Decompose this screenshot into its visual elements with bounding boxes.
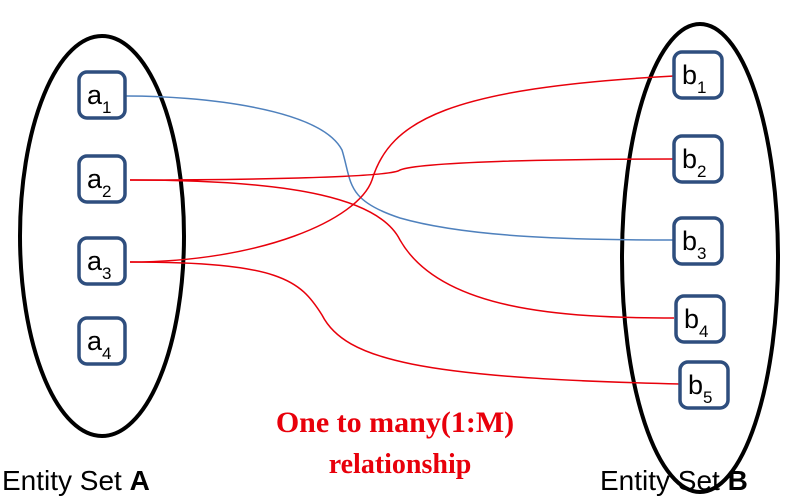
svg-text:b4: b4 xyxy=(684,304,709,341)
node-a2: a2 xyxy=(77,154,127,204)
caption-line-2: relationship xyxy=(329,449,472,480)
entity-set-a-label-bold: A xyxy=(130,465,150,496)
entity-set-b-label: Entity Set B xyxy=(600,465,748,496)
node-label: a xyxy=(87,164,103,194)
entity-set-b-label-bold: B xyxy=(728,465,748,496)
svg-text:b1: b1 xyxy=(682,60,707,97)
svg-text:a1: a1 xyxy=(87,80,112,117)
svg-text:b2: b2 xyxy=(682,144,707,181)
node-subscript: 2 xyxy=(697,162,706,181)
entity-set-b-label-prefix: Entity Set xyxy=(600,465,728,496)
node-b4: b4 xyxy=(674,294,726,344)
node-label: b xyxy=(684,304,699,334)
link-a3-b1 xyxy=(129,75,675,263)
node-label: a xyxy=(87,246,103,276)
entity-set-a-label: Entity Set A xyxy=(2,465,150,496)
node-label: b xyxy=(688,370,703,400)
node-subscript: 4 xyxy=(102,344,111,363)
link-a3-b5 xyxy=(129,261,681,385)
node-a4: a4 xyxy=(77,316,127,366)
svg-text:a3: a3 xyxy=(87,246,112,283)
node-label: b xyxy=(682,60,697,90)
node-b3: b3 xyxy=(672,216,724,266)
node-b2: b2 xyxy=(672,134,724,184)
node-a3: a3 xyxy=(77,236,127,286)
svg-text:a4: a4 xyxy=(87,326,112,363)
entity-set-a-label-prefix: Entity Set xyxy=(2,465,130,496)
node-subscript: 2 xyxy=(102,182,111,201)
node-subscript: 3 xyxy=(697,244,706,263)
node-label: b xyxy=(682,226,697,256)
link-a1-b3 xyxy=(125,95,675,241)
svg-text:b5: b5 xyxy=(688,370,713,407)
node-a1: a1 xyxy=(77,70,127,120)
relationship-links xyxy=(125,75,681,385)
node-b1: b1 xyxy=(672,50,724,100)
node-subscript: 1 xyxy=(102,98,111,117)
link-a2-b2 xyxy=(129,158,675,181)
node-b5: b5 xyxy=(678,360,730,410)
svg-text:a2: a2 xyxy=(87,164,112,201)
entity-set-a-ellipse xyxy=(18,34,186,438)
node-label: a xyxy=(87,80,103,110)
link-a2-b4 xyxy=(129,179,675,319)
svg-text:b3: b3 xyxy=(682,226,707,263)
node-label: b xyxy=(682,144,697,174)
node-subscript: 1 xyxy=(697,78,706,97)
caption-line-1: One to many(1:M) xyxy=(276,406,514,439)
node-subscript: 3 xyxy=(102,264,111,283)
node-subscript: 4 xyxy=(699,322,708,341)
node-subscript: 5 xyxy=(703,388,712,407)
entity-set-b-ellipse xyxy=(620,22,780,494)
node-label: a xyxy=(87,326,103,356)
